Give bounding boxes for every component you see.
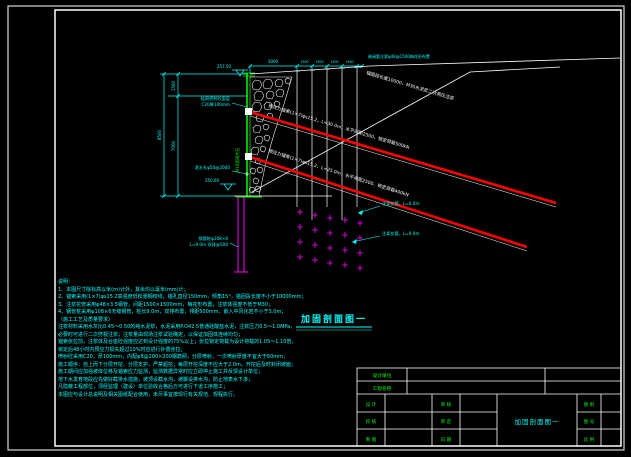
sign-label-reviewer: 审 核 — [441, 401, 452, 408]
dim-top-seg0: 3000 — [268, 59, 279, 64]
project-name-label: 工程名称 — [372, 385, 391, 392]
grout-top-label: 袖阀管注浆φ48@1500梅花形布置 — [368, 53, 430, 59]
dim-left-total: 8500 — [157, 129, 162, 140]
title-block-drawing-title: 加固剖面图一 — [515, 417, 560, 426]
sign-label-designer: 设 计 — [366, 401, 377, 408]
anchor-boreholes — [249, 115, 557, 252]
slope-surface-line — [251, 66, 561, 193]
elevation-base-value: 250.00 — [205, 178, 219, 183]
grout-long-label: 注浆花管，L=9.0m — [382, 230, 420, 237]
rubble-masonry-zone — [248, 76, 293, 197]
dim-top-seg4: 1500 — [345, 60, 353, 64]
note-line: 施工期间应加强坡体位移及锚索应力监测，监测数据异常时应立即停止施工并反馈设计单位… — [58, 369, 264, 375]
rubble-outline — [250, 76, 293, 197]
note-line: 施工顺序：自上而下分层开挖、分层支护，严禁超挖；每层开挖深度不应大于2.0m，开… — [58, 361, 296, 368]
sign-label-approver: 审 定 — [441, 418, 452, 425]
anchor-cable-lower — [249, 155, 528, 249]
dim-top-seg3: 1500 — [330, 60, 338, 64]
dim-left-bottom: 7000 — [171, 140, 176, 151]
anchor-annotations: 预应力锚索(1×7)φs15.2，L=30.0m，水平间距2500，锁定荷载50… — [267, 69, 455, 198]
pile-label-1: 钢管桩φ108×6 — [199, 235, 229, 242]
sign-label-date: 日 期 — [441, 437, 452, 443]
masonry-label: M10浆砌片石 — [234, 148, 240, 173]
left-dimension-ticks — [161, 71, 181, 199]
prestressed-anchors — [245, 108, 557, 252]
leader-lines — [229, 102, 381, 248]
micro-piles — [234, 197, 248, 273]
grout-pipes — [294, 66, 360, 220]
anchor-upper-label: 预应力锚索(1×7)φs15.2，L=30.0m，水平间距2500，锁定荷载50… — [267, 102, 410, 151]
wall-coping — [243, 72, 255, 77]
note-line: 必要时可进行二次劈裂注浆；注浆量由现场注浆试验确定，以保证加固体连续均匀； — [58, 331, 244, 338]
design-unit-label: 设计单位 — [372, 372, 391, 379]
note-line: 锚索张拉前，注浆体及台座砼强度应达到设计强度的75%以上；张拉锁定荷载为设计荷载… — [58, 339, 297, 345]
note-line: 凡隐蔽工程部位，须经监理（建设）单位验收合格后方可进行下道工序施工； — [58, 384, 229, 390]
note-line: 说明： — [58, 279, 74, 285]
anchor-head-lower — [245, 153, 252, 160]
dimension-texts: 3000 1500 1500 1500 1500 1500 7000 8500 … — [157, 59, 354, 183]
original-ground-line — [249, 57, 621, 75]
title-block-upper-lines — [357, 368, 621, 395]
title-block-lower-rows — [357, 411, 621, 430]
sheet-number-label: 图 号 — [584, 419, 595, 425]
note-line: 本图应与设计总说明及相关图纸配合使用，未尽事宜按现行有关规范、规程执行。 — [58, 391, 239, 398]
note-line: 地下水发育地段应先做好截排水措施，坡顶设截水沟，坡脚设排水沟，防止地表水下渗； — [58, 376, 254, 383]
leader-arrow-long — [352, 239, 357, 244]
note-line: 锁定后48小时内预应力损失超过10%时应进行补偿张拉； — [58, 346, 186, 353]
note-line: 3、注浆花管采用φ48×3.5钢管，间距1500×1500mm，梅花形布置，注浆… — [58, 301, 274, 308]
top-dimension-ticks — [247, 63, 365, 69]
dim-left-top: 1500 — [171, 80, 176, 91]
ground-lines — [234, 57, 621, 197]
shotcrete-label-1: 挂网喷射砼面层 — [201, 95, 230, 102]
dim-top-seg2: 1500 — [315, 60, 323, 64]
rubble-stones — [248, 77, 292, 194]
title-block: 设计单位 工程名称 设 计 校 核 制 图 审 核 审 定 日 期 图 别 图 … — [356, 367, 622, 447]
weephole-label: 泄水孔φ50@2000 — [195, 164, 231, 171]
note-line: 注浆材料采用水灰比0.45～0.50的纯水泥浆，水泥采用P.O42.5普通硅酸盐… — [58, 324, 296, 330]
retaining-wall — [236, 72, 262, 198]
drawing-main-title: 加固剖面图一 — [300, 313, 367, 325]
grout-short-label: 注浆花管，L=6.0m — [382, 200, 420, 207]
dim-top-seg1: 1500 — [300, 60, 308, 64]
shotcrete-label-2: C20厚100mm — [201, 102, 230, 108]
note-line: 1、本图尺寸除标高以米(m)计外，其余均以毫米(mm)计； — [58, 286, 189, 293]
elevation-symbols — [220, 69, 248, 191]
grout-zone-crosses — [297, 209, 363, 271]
anchor-head-upper — [245, 108, 252, 115]
weephole-symbol — [245, 172, 249, 176]
leader-arrow-short — [358, 210, 363, 215]
leader-labels: 挂网喷射砼面层 C20厚100mm 泄水孔φ50@2000 钢管桩φ108×6 … — [190, 53, 430, 248]
elevation-top-value: 257.50 — [217, 64, 231, 69]
title-block-labels: 设计单位 工程名称 设 计 校 核 制 图 审 核 审 定 日 期 图 别 图 … — [366, 372, 595, 443]
notes-block: 说明： 1、本图尺寸除标高以米(m)计外，其余均以毫米(mm)计； 2、锚索采用… — [58, 279, 306, 399]
title-block-lower-verticals — [384, 394, 602, 446]
title-block-outline — [356, 367, 622, 447]
anchor-bond-label: 锚固段长度10000，M30水泥浆二次高压注浆 — [365, 69, 455, 102]
title-block-grid — [356, 367, 622, 447]
drawing-frame — [7, 5, 625, 451]
sheet-type-label: 图 别 — [584, 401, 595, 408]
leaders — [229, 102, 381, 248]
dimension-lines — [160, 63, 365, 199]
anchor-cable-upper — [249, 110, 557, 205]
pile-label-2: L=9.0m 双排@500 — [190, 241, 229, 248]
sign-label-drafter: 制 图 — [366, 436, 377, 443]
note-line: 喷射砼采用C20，厚100mm，内配φ8@200×200钢筋网，分层喷射，一次喷… — [58, 354, 289, 360]
note-line: 2、锚索采用(1×7)φs15.2高强度低松弛钢绞线，锚孔直径150mm，倾角1… — [58, 294, 307, 300]
note-line: 4、钢管桩采用φ108×6无缝钢管，桩长9.0m，双排布置，排距500mm，嵌入… — [58, 309, 287, 315]
main-title-group: 加固剖面图一 — [296, 313, 372, 331]
note-line: （施工工艺及质量要求） — [58, 316, 114, 323]
left-dimension-lines — [160, 73, 248, 197]
sign-label-checker: 校 核 — [366, 418, 377, 425]
scale-label: 比 例 — [584, 436, 595, 443]
anchor-lower-label: 预应力锚索(1×7)φs15.2，L=25.0m，水平间距2500，锁定荷载40… — [267, 147, 409, 198]
inner-border — [54, 9, 622, 447]
outer-border — [7, 5, 625, 451]
